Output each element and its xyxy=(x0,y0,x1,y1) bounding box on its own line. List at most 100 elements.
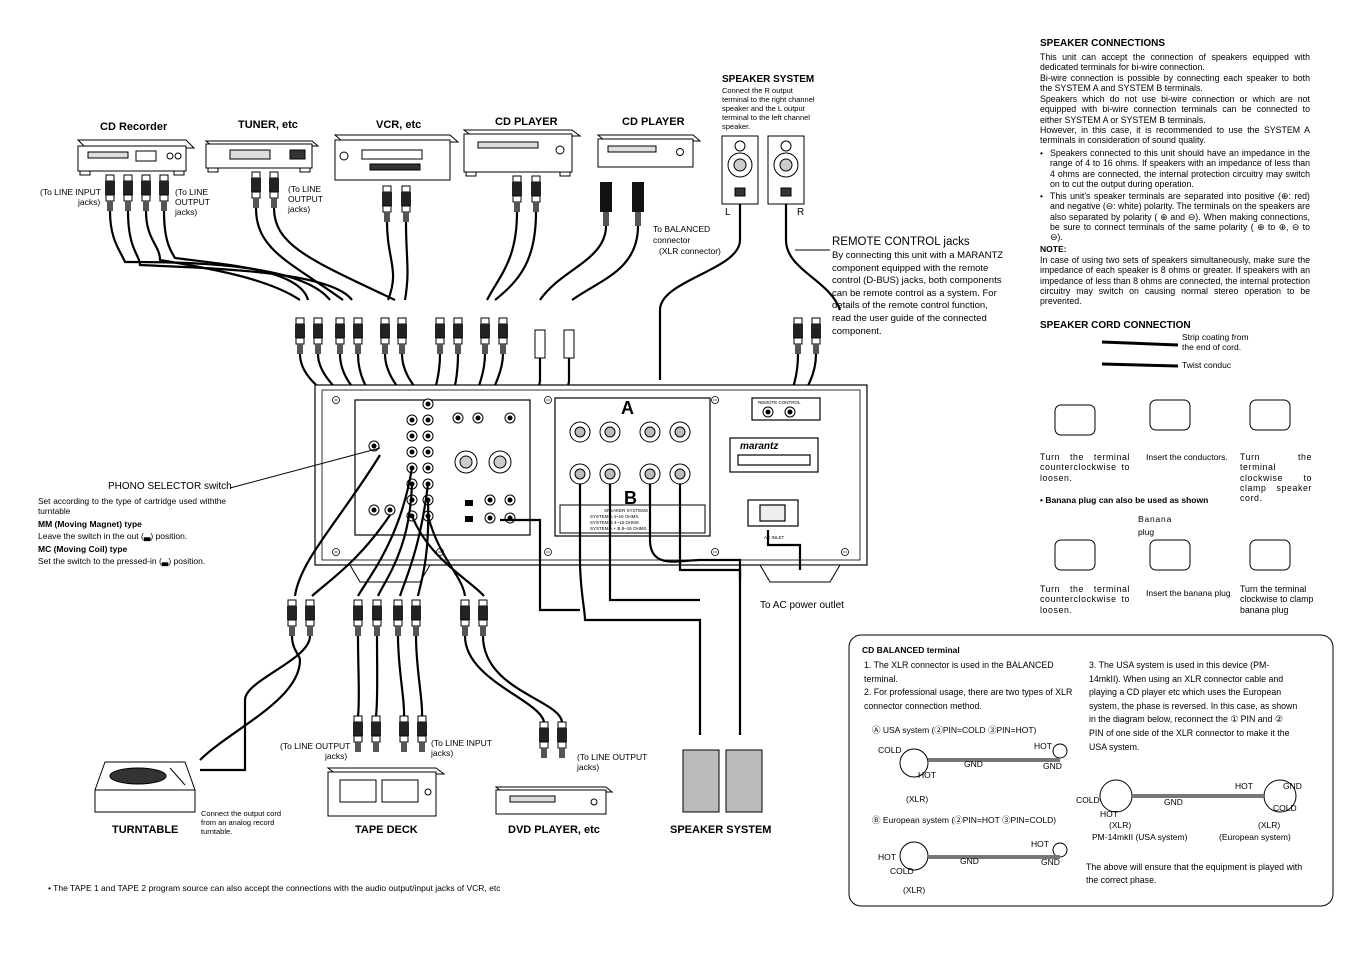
xlr-cold-3: COLD xyxy=(1076,795,1100,805)
note-title: NOTE: xyxy=(1040,244,1067,254)
cd-balanced-frame xyxy=(848,634,1334,907)
phono-mc-desc: Set the switch to the pressed-in (▃) pos… xyxy=(38,556,206,566)
speaker-systems-2: SYSTEM A 4~16 OHMS xyxy=(590,514,639,519)
xlr-gnd-1: GND xyxy=(964,759,983,769)
banana-label-2: plug xyxy=(1138,527,1155,537)
xlr-cold-2: COLD xyxy=(890,866,914,876)
cd-recorder-device xyxy=(76,139,196,176)
ac-outlet-label: To AC power outlet xyxy=(760,600,844,611)
note-balanced-1: To BALANCED xyxy=(653,224,711,234)
dvd-device xyxy=(494,786,614,815)
note-balanced-2: connector xyxy=(653,235,691,245)
spk-note-3: speaker and the L output xyxy=(722,104,805,113)
speaker-system-bottom-label: SPEAKER SYSTEM xyxy=(670,824,772,836)
xlr-gnd-2b: GND xyxy=(1041,857,1060,867)
ensure-text: The above will ensure that the equipment… xyxy=(1086,862,1303,885)
remote-body: By connecting this unit with a MARANTZ c… xyxy=(832,250,1004,337)
cord-step2: Insert the conductors. xyxy=(1146,452,1228,462)
note-line-input: (To LINE INPUT xyxy=(40,187,101,197)
xlr-label-4: (XLR) xyxy=(1258,820,1281,830)
speaker-left xyxy=(721,135,759,205)
cd-recorder-label: CD Recorder xyxy=(100,121,168,133)
cd-balanced-title: CD BALANCED terminal xyxy=(862,645,960,655)
xlr-gnd-2: GND xyxy=(960,856,979,866)
usa-system: Ⓐ USA system (②PIN=COLD ③PIN=HOT) xyxy=(872,725,1037,735)
footnote: • The TAPE 1 and TAPE 2 program source c… xyxy=(48,883,501,893)
spk-conn-p2: Bi-wire connection is possible by connec… xyxy=(1040,73,1310,94)
xlr-gnd-3: GND xyxy=(1164,797,1183,807)
speaker-b-label: B xyxy=(624,488,637,508)
note-line-output-b: OUTPUT xyxy=(175,197,210,207)
note-line-output-c: jacks) xyxy=(175,207,198,217)
top-plugs xyxy=(104,171,644,226)
speaker-system-top-label: SPEAKER SYSTEM xyxy=(722,74,815,85)
vcr-device xyxy=(333,134,460,181)
euro-system: Ⓑ European system (②PIN=HOT ③PIN=COLD) xyxy=(872,815,1057,825)
mid-plugs xyxy=(294,317,822,359)
tuner-device xyxy=(204,140,320,173)
tuner-label: TUNER, etc xyxy=(238,119,298,131)
spk-note-2: terminal to the right channel xyxy=(722,95,815,104)
brand-logo: marantz xyxy=(740,441,779,452)
spk-r: R xyxy=(797,207,805,218)
bullet-1-marker: • xyxy=(1040,148,1043,158)
xlr-hot-1: HOT xyxy=(918,770,936,780)
tape-deck-label: TAPE DECK xyxy=(355,824,418,836)
phono-mm-desc: Leave the switch in the out (▃) position… xyxy=(38,531,188,541)
cord-step6: Turn the terminal clockwise to clamp ban… xyxy=(1240,584,1314,615)
spk-note-1: Connect the R output xyxy=(722,86,793,95)
cd-balanced-i2: 2. For professional usage, there are two… xyxy=(864,687,1073,711)
cord-title: SPEAKER CORD CONNECTION xyxy=(1040,320,1191,331)
spk-conn-p3: Speakers which do not use bi-wire connec… xyxy=(1040,94,1310,125)
xlr-label-2: (XLR) xyxy=(903,885,926,895)
bullet-2-marker: • xyxy=(1040,191,1043,201)
tape-in-1: (To LINE INPUT xyxy=(431,738,492,748)
cord-twist: Twist conduc xyxy=(1182,360,1232,370)
tape-deck-device xyxy=(326,767,446,817)
cord-step3: Turn the terminal clockwise to clamp spe… xyxy=(1240,452,1312,504)
xlr-hot-2: HOT xyxy=(878,852,896,862)
speaker-connections-title: SPEAKER CONNECTIONS xyxy=(1040,38,1166,49)
spk-note-4: terminal to the left channel xyxy=(722,113,810,122)
spk-l: L xyxy=(725,207,731,218)
speaker-systems-1: SPEAKER SYSTEMS xyxy=(604,508,649,513)
xlr-hot-3b: HOT xyxy=(1235,781,1253,791)
tape-out-1: (To LINE OUTPUT xyxy=(280,741,351,751)
wires-top xyxy=(108,204,842,380)
dvd-out-1: (To LINE OUTPUT xyxy=(577,752,648,762)
turntable-note-1: Connect the output cord xyxy=(201,809,282,818)
note-balanced-3: (XLR connector) xyxy=(659,246,721,256)
remote-control-panel-label: REMOTE CONTROL xyxy=(758,400,801,405)
note-line-input-b: jacks) xyxy=(78,197,101,207)
xlr-gnd-1b: GND xyxy=(1043,761,1062,771)
spk-conn-b2: This unit's speaker terminals are separa… xyxy=(1050,191,1310,243)
cd-balanced-i1: 1. The XLR connector is used in the BALA… xyxy=(864,660,1054,684)
note-tuner-output-b: OUTPUT xyxy=(288,194,323,204)
euro-sys-label: (European system) xyxy=(1219,832,1291,842)
xlr-label-1: (XLR) xyxy=(906,794,929,804)
ac-inlet-label: AC INLET xyxy=(764,535,785,540)
note-line-output: (To LINE xyxy=(175,187,209,197)
xlr-diagrams xyxy=(899,743,1297,871)
cord-step5: Insert the banana plug xyxy=(1146,588,1231,598)
tape-in-2: jacks) xyxy=(431,748,454,758)
spk-note-5: speaker. xyxy=(722,122,751,131)
cd-player-2-label: CD PLAYER xyxy=(622,116,685,128)
cord-strip-2: the end of cord. xyxy=(1182,342,1242,352)
phono-title: PHONO SELECTOR switch xyxy=(108,481,232,492)
turntable-device xyxy=(94,761,196,813)
banana-label-1: Banana xyxy=(1138,514,1173,524)
spk-conn-b1: Speakers connected to this unit should h… xyxy=(1050,148,1310,189)
speaker-systems-4: SYSTEM A + B 8~16 OHMS xyxy=(590,526,647,531)
cd-player-2-device xyxy=(596,134,702,168)
speaker-right xyxy=(767,135,805,205)
remote-title: REMOTE CONTROL jacks xyxy=(832,236,970,248)
cord-step4: Turn the terminal counterclockwise to lo… xyxy=(1040,584,1130,615)
note-body: In case of using two sets of speakers si… xyxy=(1040,255,1310,307)
speaker-systems-3: SYSTEM B 4~16 OHMS xyxy=(590,520,639,525)
turntable-note-2: from an analog record xyxy=(201,818,275,827)
turntable-label: TURNTABLE xyxy=(112,824,179,836)
phono-mc-title: MC (Moving Coil) type xyxy=(38,544,128,554)
xlr-hot-1b: HOT xyxy=(1034,741,1052,751)
wires-bottom xyxy=(199,635,564,772)
